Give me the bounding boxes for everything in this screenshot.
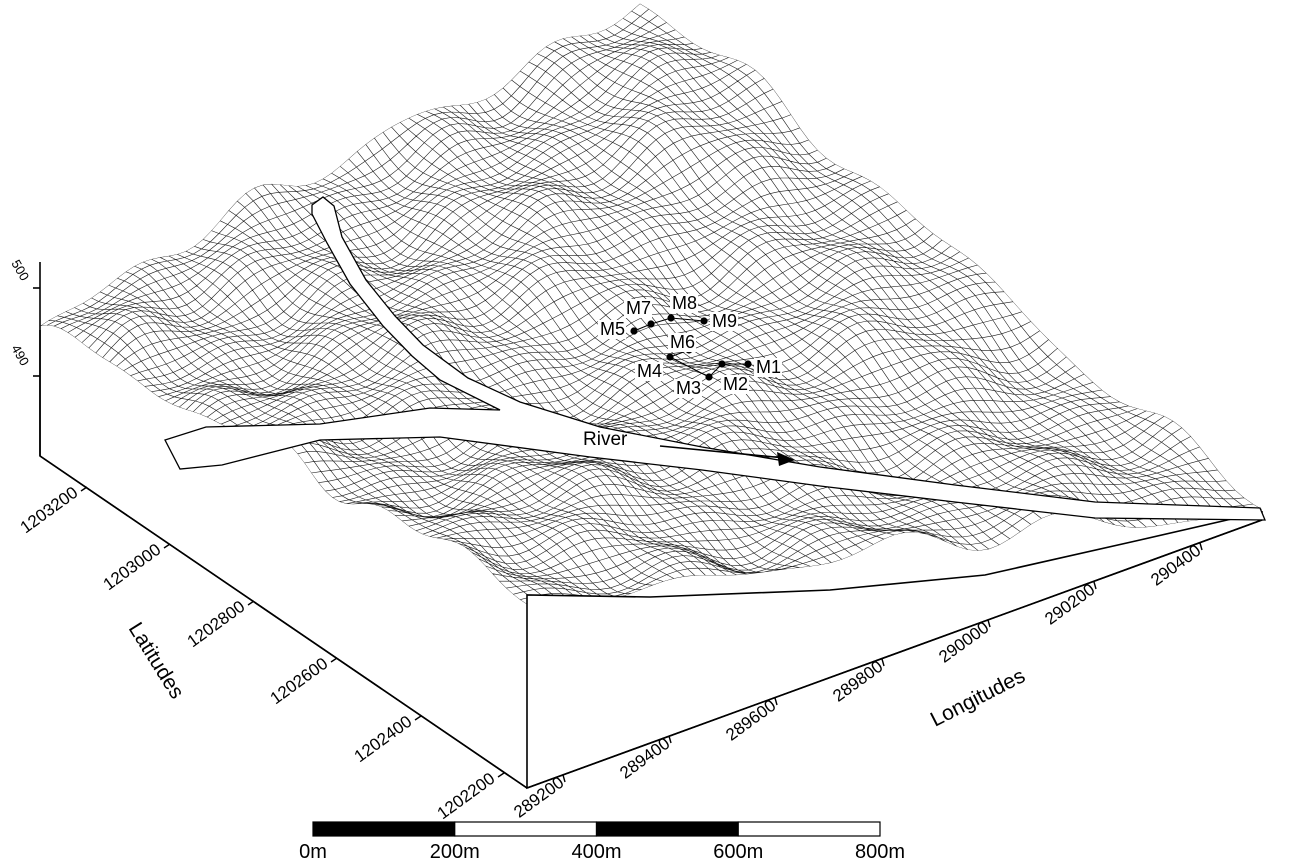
station-marker-m7 (647, 320, 655, 328)
latitude-axis: 1203200 1203000 1202800 1202600 1202400 12022… (17, 455, 528, 823)
station-label-m1: M1 (756, 357, 781, 377)
station-label-m9: M9 (712, 311, 737, 331)
scale-bar-segment (312, 821, 456, 837)
front-wall (526, 510, 1263, 790)
station-connector (669, 356, 710, 378)
flow-direction-arrow (659, 445, 795, 466)
station-marker-m5 (630, 327, 638, 335)
station-label-m4: M4 (637, 361, 662, 381)
elevation-tick-490: 490 (8, 342, 32, 368)
scale-bar: 0m 200m 400m 600m 800m (299, 821, 905, 863)
scale-bar-segment (737, 821, 881, 837)
latitude-tick-label: 1202800 (184, 597, 249, 651)
left-wall-edge (39, 330, 528, 789)
station-marker-m8 (667, 314, 675, 322)
river-label: River (583, 429, 628, 450)
station-label-m7: M7 (626, 298, 651, 318)
scale-bar-label: 400m (571, 841, 621, 863)
station-marker-m1 (744, 360, 752, 368)
longitude-axis-title: Longitudes (927, 664, 1029, 731)
station-marker-m9 (700, 317, 708, 325)
latitude-tick-label: 1202200 (434, 769, 499, 823)
station-label-m2: M2 (723, 374, 748, 394)
latitude-tick-label: 1202600 (267, 654, 332, 708)
station-label-m3: M3 (676, 378, 701, 398)
elevation-tick-500: 500 (8, 257, 32, 283)
river (164, 196, 1266, 521)
station-marker-m4 (666, 353, 674, 361)
latitude-tick-label: 1203000 (100, 540, 165, 594)
station-marker-m3 (705, 373, 713, 381)
station-label-m8: M8 (672, 293, 697, 313)
station-label-m5: M5 (600, 319, 625, 339)
station-marker-m2 (718, 360, 726, 368)
elevation-axis: 500 490 (8, 257, 41, 456)
scale-bar-label: 600m (713, 841, 763, 863)
scale-bar-label: 200m (430, 841, 480, 863)
latitude-axis-title: Latitudes (124, 618, 189, 702)
latitude-tick-label: 1202400 (351, 712, 416, 766)
station-label-m6: M6 (670, 332, 695, 352)
station-connector (670, 317, 705, 322)
scale-bar-segment (454, 821, 598, 837)
scale-bar-label: 800m (855, 841, 905, 863)
scale-bar-label: 0m (299, 841, 327, 863)
latitude-tick-label: 1203200 (17, 483, 82, 537)
scale-bar-segment (595, 821, 739, 837)
